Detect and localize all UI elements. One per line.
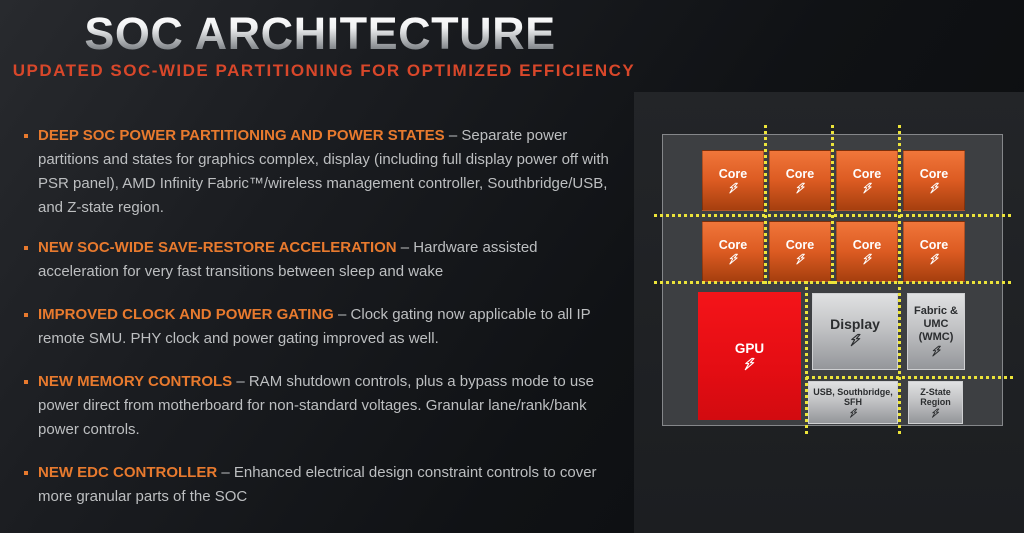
lightning-bolt-icon <box>742 357 757 372</box>
zstate-region-label: Z-State Region <box>920 386 951 407</box>
core-label: Core <box>852 237 882 252</box>
core-block-6: Core <box>769 221 831 282</box>
lightning-bolt-icon <box>727 253 740 266</box>
core-label: Core <box>852 166 882 181</box>
display-label: Display <box>830 315 880 332</box>
core-label: Core <box>718 166 748 181</box>
gpu-block: GPU <box>698 292 801 420</box>
bullet-header: NEW MEMORY CONTROLS <box>38 373 233 390</box>
partition-line-vertical-3 <box>898 125 901 437</box>
core-label: Core <box>785 166 815 181</box>
bullet-header: IMPROVED CLOCK AND POWER GATING <box>38 306 334 323</box>
partition-line-horizontal-1 <box>654 214 1014 217</box>
bullet-item-memory-controls: NEW MEMORY CONTROLS – RAM shutdown contr… <box>24 370 616 442</box>
core-label: Core <box>718 237 748 252</box>
bullet-item-edc-controller: NEW EDC CONTROLLER – Enhanced electrical… <box>24 461 616 509</box>
core-block-8: Core <box>903 221 965 282</box>
bullet-body: – RAM shutdown controls, plus a bypass m… <box>38 373 595 438</box>
bullet-header: NEW EDC CONTROLLER <box>38 464 218 481</box>
partition-line-vertical-1 <box>764 125 767 284</box>
partition-line-horizontal-2 <box>654 281 1014 284</box>
page-title: SOC ARCHITECTURE <box>0 8 640 60</box>
bullet-body: – Enhanced electrical design constraint … <box>38 464 597 505</box>
usb-southbridge-block: USB, Southbridge, SFH <box>808 381 898 424</box>
lightning-bolt-icon <box>930 345 943 358</box>
lightning-bolt-icon <box>928 253 941 266</box>
lightning-bolt-icon <box>727 182 740 195</box>
bullet-item-clock-power-gating: IMPROVED CLOCK AND POWER GATING – Clock … <box>24 303 616 351</box>
partition-line-vertical-4 <box>805 281 808 437</box>
lightning-bolt-icon <box>861 253 874 266</box>
bullet-marker <box>24 471 28 475</box>
lightning-bolt-icon <box>861 182 874 195</box>
bullet-marker <box>24 380 28 384</box>
core-block-3: Core <box>836 150 898 211</box>
bullet-header: NEW SOC-WIDE SAVE-RESTORE ACCELERATION <box>38 239 397 256</box>
lightning-bolt-icon <box>930 408 941 419</box>
zstate-region-block: Z-State Region <box>908 381 963 424</box>
core-label: Core <box>919 237 949 252</box>
bullet-marker <box>24 134 28 138</box>
lightning-bolt-icon <box>848 408 859 419</box>
core-block-5: Core <box>702 221 764 282</box>
bullet-body: – Hardware assisted acceleration for ver… <box>38 239 538 280</box>
bullet-item-power-partitioning: DEEP SOC POWER PARTITIONING AND POWER ST… <box>24 124 616 220</box>
core-label: Core <box>785 237 815 252</box>
core-label: Core <box>919 166 949 181</box>
bullet-header: DEEP SOC POWER PARTITIONING AND POWER ST… <box>38 127 445 144</box>
fabric-umc-block: Fabric & UMC (WMC) <box>907 293 965 370</box>
bullet-marker <box>24 313 28 317</box>
fabric-umc-label: Fabric & UMC (WMC) <box>913 305 958 343</box>
bullet-marker <box>24 246 28 250</box>
core-block-2: Core <box>769 150 831 211</box>
lightning-bolt-icon <box>848 333 863 348</box>
display-block: Display <box>812 293 898 370</box>
core-block-4: Core <box>903 150 965 211</box>
bullet-item-save-restore: NEW SOC-WIDE SAVE-RESTORE ACCELERATION –… <box>24 236 616 284</box>
lightning-bolt-icon <box>794 182 807 195</box>
partition-line-vertical-2 <box>831 125 834 284</box>
core-block-7: Core <box>836 221 898 282</box>
lightning-bolt-icon <box>928 182 941 195</box>
bullet-body: – Clock gating now applicable to all IP … <box>38 306 591 347</box>
bullet-body: – Separate power partitions and states f… <box>38 127 609 216</box>
lightning-bolt-icon <box>794 253 807 266</box>
core-block-1: Core <box>702 150 764 211</box>
usb-southbridge-label: USB, Southbridge, SFH <box>813 386 893 407</box>
partition-line-horizontal-3 <box>806 376 1014 379</box>
gpu-label: GPU <box>734 340 765 356</box>
page-subtitle: UPDATED SOC-WIDE PARTITIONING FOR OPTIMI… <box>12 61 636 80</box>
